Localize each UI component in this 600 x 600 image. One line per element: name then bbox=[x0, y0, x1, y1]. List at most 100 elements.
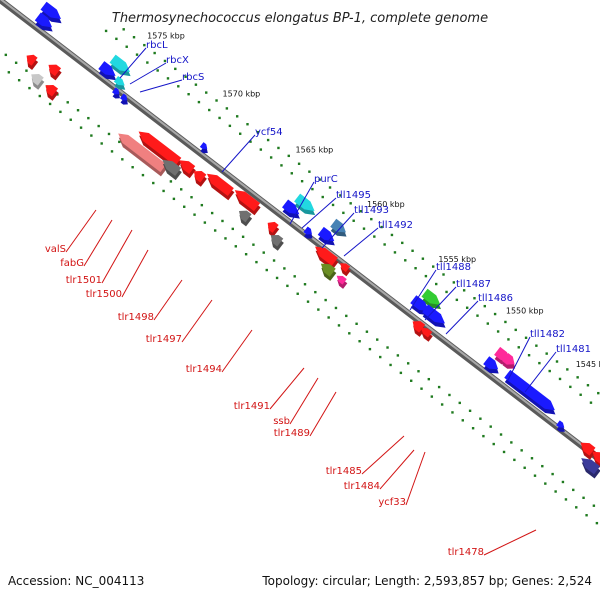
gene-small bbox=[303, 226, 313, 239]
guide-dot bbox=[554, 490, 557, 493]
gene-label: rbcL bbox=[146, 40, 168, 51]
guide-dot bbox=[566, 368, 569, 371]
guide-dot bbox=[296, 292, 299, 295]
guide-dot bbox=[442, 273, 445, 276]
guide-dot bbox=[538, 361, 541, 365]
gene-body bbox=[138, 131, 182, 166]
guide-dot bbox=[424, 274, 428, 278]
guide-dot bbox=[14, 61, 18, 64]
guide-dot bbox=[321, 195, 324, 199]
guide-dot bbox=[535, 344, 538, 347]
gene-tlr1489 bbox=[336, 275, 348, 289]
guide-dot bbox=[355, 322, 358, 325]
guide-dot bbox=[308, 170, 311, 173]
gene-label: tll1488 bbox=[436, 262, 471, 273]
gene-body bbox=[294, 193, 315, 211]
gene-body bbox=[267, 221, 279, 233]
gene-body bbox=[282, 199, 300, 215]
guide-dot bbox=[520, 449, 523, 452]
gene-label: ycf33 bbox=[378, 497, 406, 508]
guide-dot bbox=[365, 330, 369, 333]
guide-dot bbox=[48, 102, 52, 106]
guide-dot bbox=[404, 259, 407, 262]
guide-dot bbox=[569, 385, 572, 389]
gene-tlr1494 bbox=[267, 221, 280, 238]
gene-red bbox=[45, 84, 59, 101]
topology-text: Topology: circular; Length: 2,593,857 bp… bbox=[261, 574, 592, 588]
gene-body bbox=[420, 327, 433, 338]
guide-dot bbox=[174, 67, 177, 71]
guide-dot bbox=[409, 379, 413, 382]
gene-body bbox=[118, 133, 167, 173]
guide-dot bbox=[66, 101, 69, 104]
guide-dot bbox=[548, 369, 551, 373]
gene-body bbox=[410, 295, 430, 312]
guide-dot bbox=[266, 138, 270, 142]
guide-dot bbox=[380, 225, 383, 229]
guide-dot bbox=[90, 134, 93, 137]
guide-dot bbox=[169, 180, 173, 183]
guide-dot bbox=[152, 181, 155, 185]
gene-label: tll1495 bbox=[336, 190, 371, 201]
gene-tlr1498 bbox=[206, 173, 235, 201]
gene-body bbox=[502, 352, 515, 365]
guide-dot bbox=[502, 450, 506, 454]
guide-dot bbox=[255, 260, 258, 264]
leader-line bbox=[321, 212, 355, 249]
guide-dot bbox=[368, 347, 372, 351]
gene-body bbox=[112, 87, 120, 95]
guide-dot bbox=[104, 29, 108, 33]
gene-body bbox=[270, 234, 284, 247]
accession-text: Accession: NC_004113 bbox=[8, 574, 144, 588]
guide-dot bbox=[190, 196, 193, 199]
guide-dot bbox=[514, 328, 517, 332]
gene-grey bbox=[238, 210, 253, 227]
guide-dot bbox=[115, 37, 118, 41]
dotted-guides bbox=[4, 28, 600, 525]
gene-blue bbox=[40, 1, 62, 24]
map-title: Thermosynechococcus elongatus BP-1, comp… bbox=[112, 11, 488, 26]
kbp-label: 1565 kbp bbox=[296, 145, 334, 154]
guide-dot bbox=[293, 275, 296, 278]
guide-dot bbox=[180, 188, 183, 191]
gene-body bbox=[483, 356, 499, 370]
guide-dot bbox=[524, 336, 528, 339]
kbp-label: 1560 kbp bbox=[367, 200, 405, 209]
gene-label: fabG bbox=[60, 258, 84, 269]
guide-dot bbox=[499, 433, 503, 436]
gene-tlr1491 bbox=[320, 263, 337, 281]
gene-rbcX bbox=[98, 61, 117, 81]
leader-line bbox=[409, 269, 437, 311]
gene-fabG bbox=[118, 133, 168, 177]
guide-dot bbox=[241, 235, 245, 238]
gene-body bbox=[556, 420, 565, 428]
leader-line bbox=[289, 377, 319, 425]
guide-dot bbox=[187, 93, 190, 96]
guide-dot bbox=[200, 203, 204, 207]
guide-dot bbox=[246, 123, 249, 126]
gene-small-blue bbox=[112, 87, 120, 99]
guide-dot bbox=[252, 243, 255, 246]
guide-dot bbox=[358, 340, 361, 343]
guide-dot bbox=[359, 210, 363, 213]
gene-body bbox=[48, 64, 62, 77]
kbp-label: 1575 kbp bbox=[147, 32, 185, 41]
guide-dot bbox=[224, 237, 227, 240]
guide-dot bbox=[125, 45, 128, 48]
gene-body bbox=[412, 321, 426, 333]
gene-label: tll1493 bbox=[354, 205, 389, 216]
guide-dot bbox=[479, 417, 482, 420]
guide-dot bbox=[541, 464, 544, 468]
guide-dot bbox=[513, 458, 516, 462]
leader-line bbox=[289, 181, 315, 225]
guide-dot bbox=[476, 314, 479, 317]
gene-features bbox=[26, 1, 600, 479]
gene-body bbox=[119, 93, 128, 101]
guide-dot bbox=[334, 306, 338, 310]
leader-line bbox=[139, 79, 183, 93]
gene-body bbox=[580, 442, 596, 456]
guide-dot bbox=[510, 441, 513, 444]
guide-dot bbox=[97, 124, 100, 128]
guide-dot bbox=[376, 338, 379, 341]
